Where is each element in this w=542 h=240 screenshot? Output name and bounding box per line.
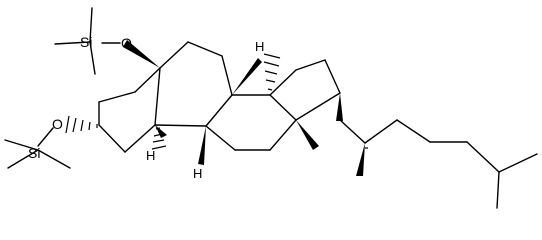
ring-c xyxy=(205,94,297,151)
ring-b xyxy=(154,41,233,127)
molecule-canvas: Si O Si O H H H xyxy=(4,7,538,209)
silicon-atom-left: Si xyxy=(28,145,40,161)
side-chain xyxy=(339,119,538,209)
stereo-bonds xyxy=(65,40,368,176)
tms-group-top xyxy=(54,7,121,75)
hydrogen-atom-c8: H xyxy=(193,166,202,181)
oxygen-atom-left: O xyxy=(52,116,63,132)
silicon-atom-top: Si xyxy=(80,34,92,50)
hydrogen-atom-c14: H xyxy=(146,148,155,163)
ring-a xyxy=(98,67,161,153)
atom-labels: Si O Si O H H H xyxy=(28,34,264,181)
oxygen-atom-top: O xyxy=(121,35,132,51)
tms-group-left xyxy=(4,127,71,169)
structure-diagram: Si O Si O H H H xyxy=(4,7,538,209)
ring-d xyxy=(269,59,341,121)
hydrogen-atom-c9: H xyxy=(255,39,264,54)
